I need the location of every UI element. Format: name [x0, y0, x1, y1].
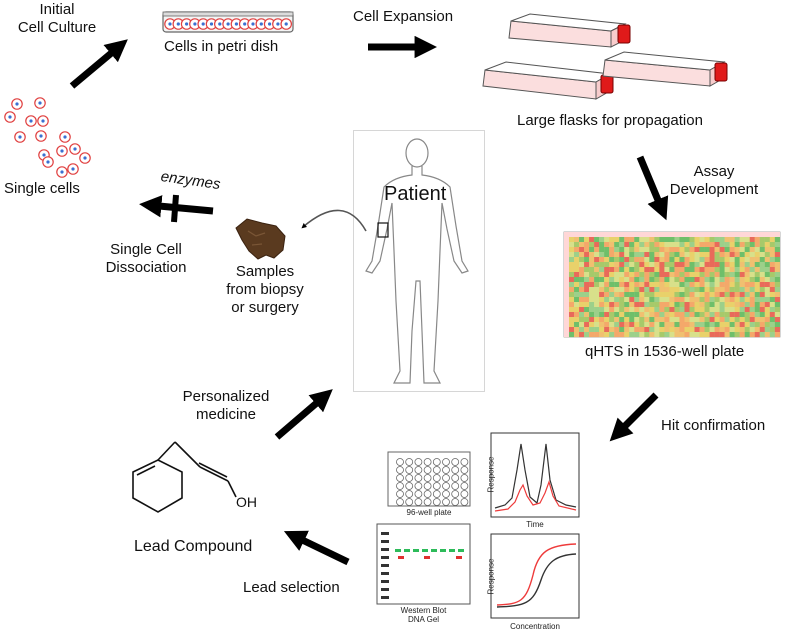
cell-icon	[42, 156, 54, 168]
dose-curve-black	[496, 553, 577, 608]
hit-confirmation-label: Hit confirmation	[661, 417, 766, 434]
time-label: Time	[526, 520, 544, 529]
expansion-label: Cell Expansion	[353, 8, 454, 25]
qhts-label: qHTS in 1536-well plate	[585, 343, 745, 360]
culture-flask-icon	[508, 13, 631, 48]
patient-panel: Patient	[353, 130, 485, 392]
well96-label: 96-well plate	[406, 508, 452, 517]
culture-flask-icon	[602, 51, 728, 87]
flasks-label: Large flasks for propagation	[517, 112, 703, 129]
initial-culture-label: Initial Cell Culture	[14, 1, 100, 37]
cell-icon	[56, 145, 68, 157]
cell-icon	[35, 130, 47, 142]
molecule-structure-icon	[132, 441, 237, 513]
response-time-chart	[490, 432, 580, 518]
arrow-to-petri	[69, 39, 128, 89]
cell-icon	[56, 166, 68, 178]
cell-icon	[34, 97, 46, 109]
lead-selection-label: Lead selection	[243, 579, 340, 596]
personalized-label: Personalized medicine	[173, 388, 279, 424]
dissociation-label: Single Cell Dissociation	[96, 241, 196, 277]
cell-icon	[14, 131, 26, 143]
petri-dish-icon	[162, 11, 294, 33]
cell-icon	[69, 143, 81, 155]
cell-icon	[59, 131, 71, 143]
arrow-personalized-medicine	[274, 389, 333, 440]
western-label: Western Blot DNA Gel	[377, 606, 470, 624]
dissociation-line1: Single Cell	[110, 241, 182, 258]
gel-icon	[376, 523, 471, 605]
western-line2: DNA Gel	[407, 615, 440, 624]
initial-culture-line1: Initial	[39, 1, 75, 18]
samples-line1: Samples	[235, 263, 295, 280]
cell-icon	[4, 111, 16, 123]
cell-icon	[37, 115, 49, 127]
cell-icon	[25, 115, 37, 127]
cell-icon	[280, 18, 293, 30]
arrow-dissociation	[139, 194, 214, 223]
heatmap-plate-icon	[563, 231, 781, 338]
well-plate-icon	[387, 451, 471, 507]
single-cells-cluster	[4, 97, 91, 178]
concentration-label: Concentration	[510, 622, 560, 631]
response-curve-red	[494, 480, 577, 512]
arrow-assay-development	[636, 155, 669, 221]
initial-culture-line2: Cell Culture	[17, 19, 97, 36]
assay-line2: Development	[669, 181, 759, 198]
dose-curve-red	[496, 543, 577, 606]
assay-label: Assay Development	[664, 163, 764, 199]
samples-line3: or surgery	[231, 299, 299, 316]
single-cells-label: Single cells	[4, 180, 80, 197]
arrow-lead-selection	[283, 530, 350, 566]
oh-label: OH	[236, 494, 257, 510]
tissue-sample-icon	[235, 218, 286, 260]
dissociation-line2: Dissociation	[105, 259, 187, 276]
response-bottom-label: Response	[486, 558, 496, 595]
patient-label: Patient	[384, 183, 447, 205]
cell-icon	[79, 152, 91, 164]
human-body-icon	[365, 138, 469, 384]
lead-compound-label: Lead Compound	[134, 538, 253, 555]
cell-icon	[67, 163, 79, 175]
biopsy-marker	[377, 222, 389, 238]
personalized-line1: Personalized	[182, 388, 270, 405]
response-curve-black	[494, 443, 577, 509]
dose-response-chart	[490, 533, 580, 619]
response-top-label: Response	[486, 456, 496, 493]
cell-icon	[11, 98, 23, 110]
samples-label: Samples from biopsy or surgery	[215, 263, 315, 317]
curved-arrow-biopsy	[301, 209, 367, 232]
personalized-line2: medicine	[195, 406, 257, 423]
western-line1: Western Blot	[400, 606, 447, 615]
assay-line1: Assay	[693, 163, 735, 180]
samples-line2: from biopsy	[226, 281, 304, 298]
arrow-hit-confirmation	[609, 392, 659, 442]
culture-flask-icon	[482, 61, 614, 100]
petri-label: Cells in petri dish	[164, 38, 279, 55]
